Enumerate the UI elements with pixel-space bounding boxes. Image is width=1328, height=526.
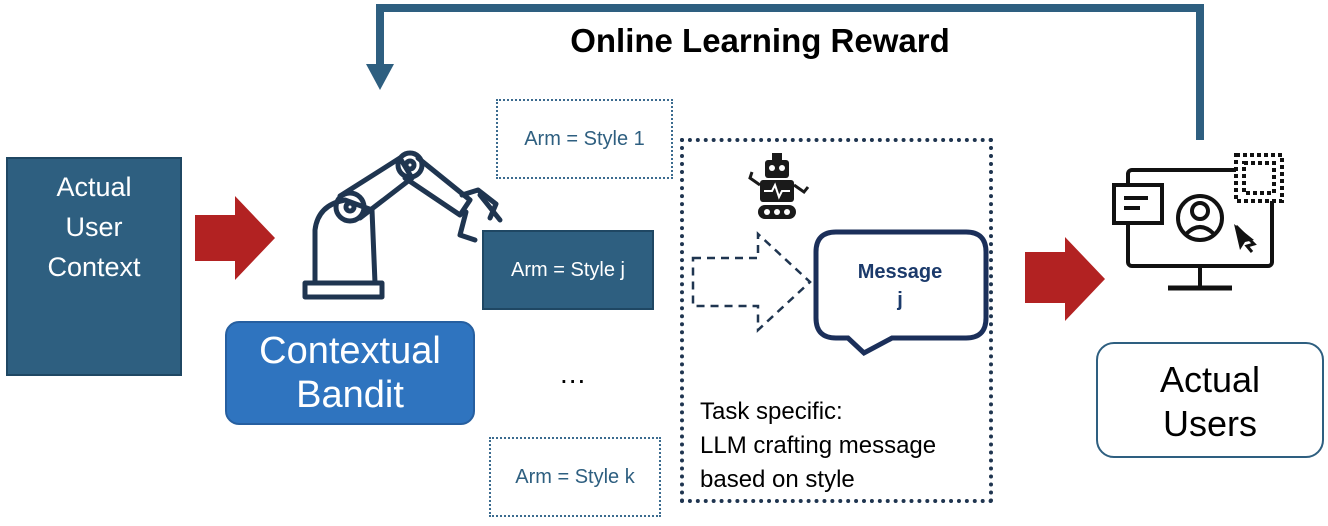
red-arrow-1 xyxy=(195,196,275,280)
feedback-arrow xyxy=(376,4,1204,140)
arm-style-k: Arm = Style k xyxy=(489,437,661,517)
user-context-box: Actual User Context xyxy=(6,157,182,376)
dashed-arrow xyxy=(691,231,812,333)
robot-icon xyxy=(748,153,810,219)
task-specific-box xyxy=(680,138,993,503)
diagram-title: Online Learning Reward xyxy=(570,22,950,59)
arms-ellipsis: ... xyxy=(560,358,587,389)
task-specific-label: Task specific: LLM crafting message base… xyxy=(700,398,937,493)
feedback-arrow-head xyxy=(366,64,394,90)
contextual-bandit-label: Contextual Bandit xyxy=(259,330,441,416)
computer-user-icon xyxy=(1112,153,1284,291)
message-label: Message j xyxy=(857,261,943,311)
user-context-label: Actual User Context xyxy=(47,172,141,282)
cursor-icon xyxy=(1234,224,1254,250)
arm-style-j: Arm = Style j xyxy=(482,230,654,310)
arm-style-1: Arm = Style 1 xyxy=(496,99,673,179)
red-arrow-2 xyxy=(1025,237,1105,321)
contextual-bandit-box: Contextual Bandit xyxy=(225,321,475,425)
actual-users-label: Actual Users xyxy=(1159,359,1261,444)
robot-arm-icon xyxy=(302,150,503,300)
message-bubble xyxy=(813,229,989,357)
actual-users-box: Actual Users xyxy=(1096,342,1324,458)
